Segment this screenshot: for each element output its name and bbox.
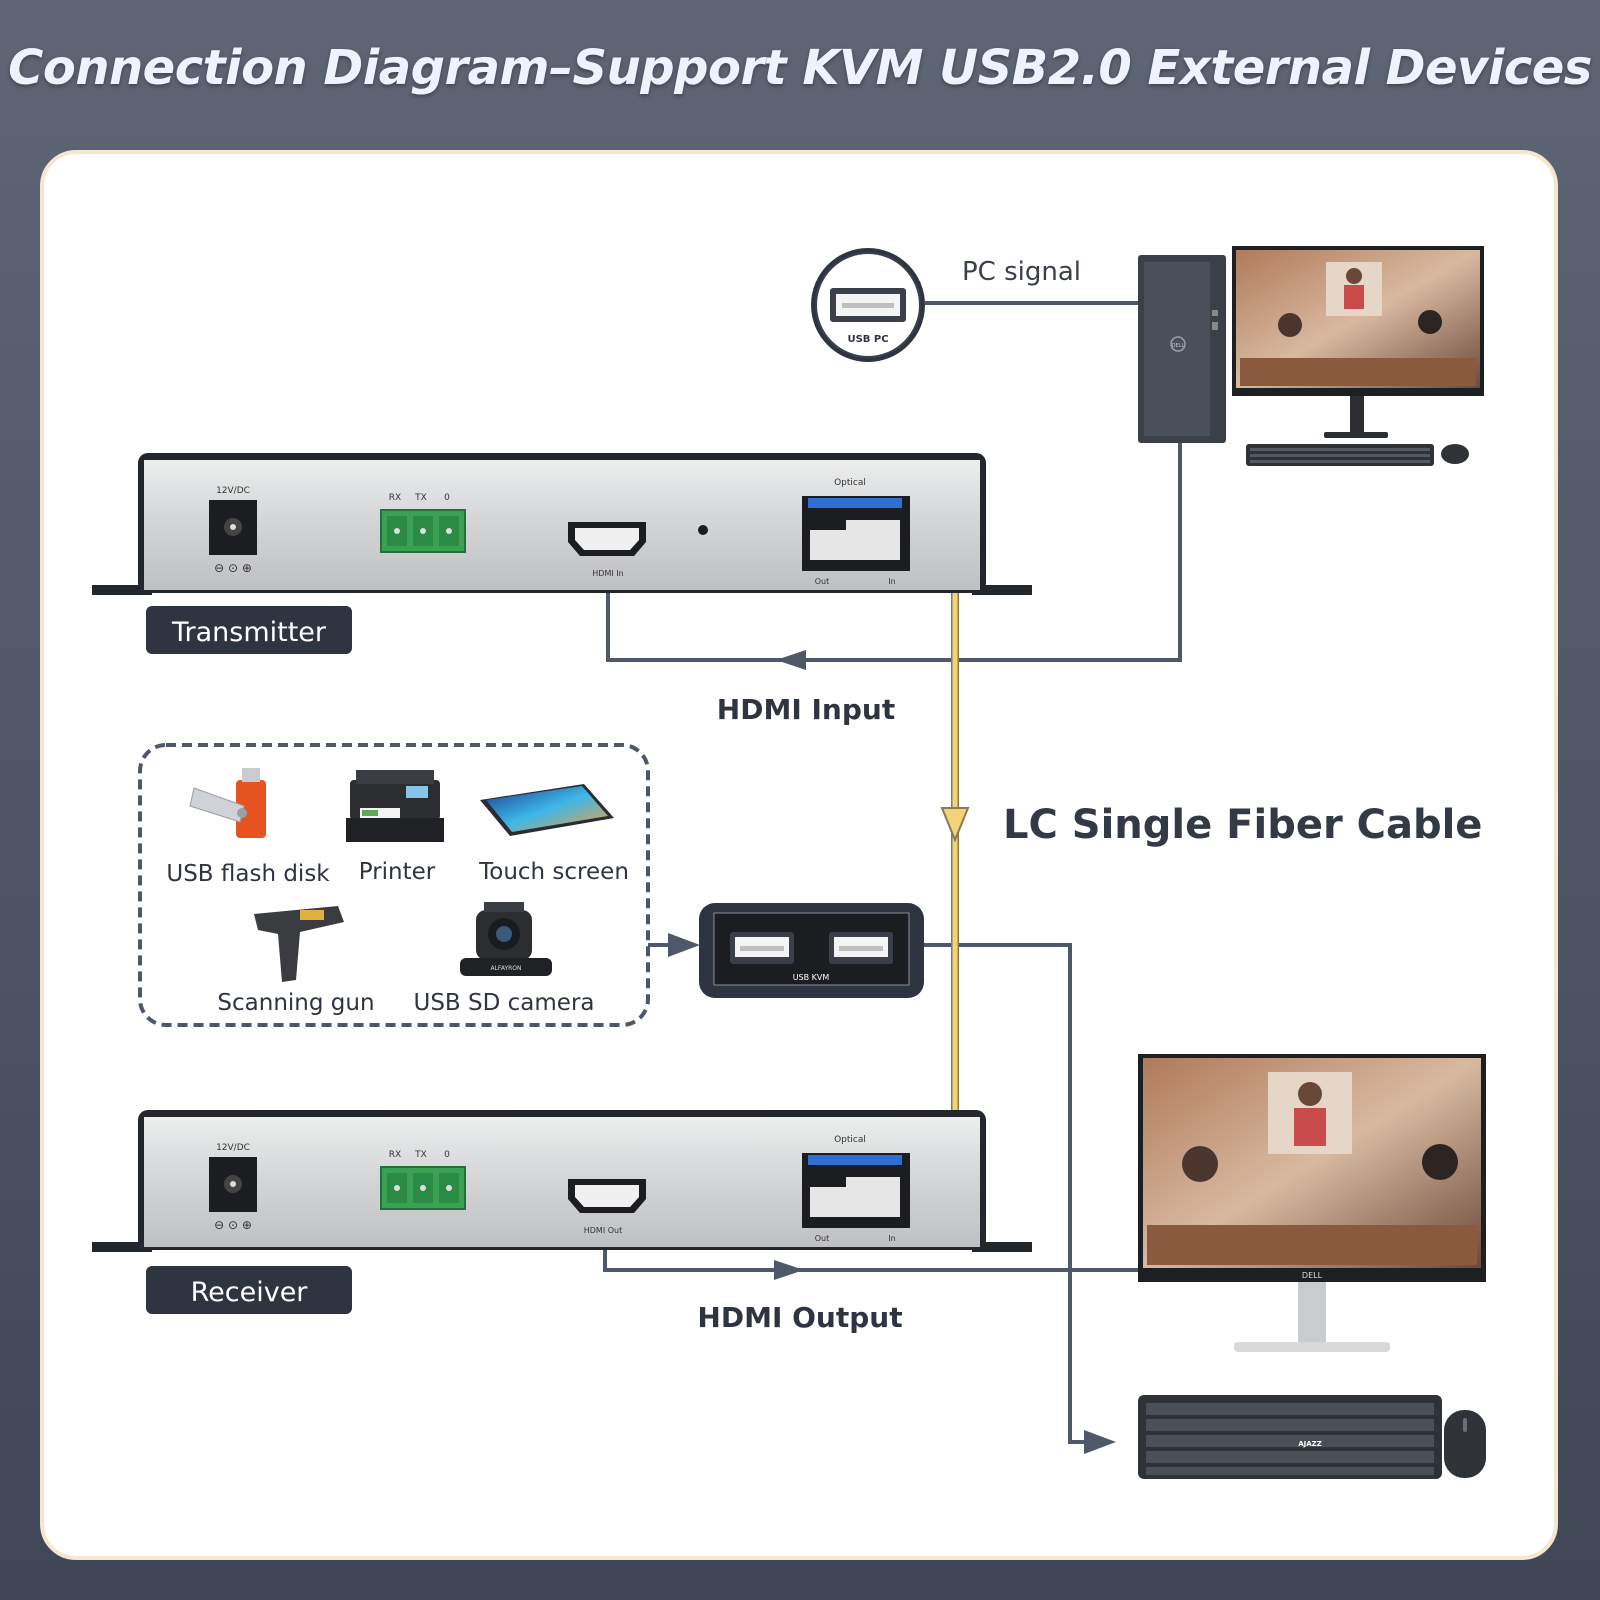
transmitter-badge: Transmitter [146, 606, 352, 654]
svg-text:TX: TX [414, 1150, 427, 1160]
scanning-gun-icon [254, 906, 344, 982]
svg-text:In: In [888, 1234, 895, 1243]
receiver-device: 12V/DC ⊖ ⊙ ⊕ RX TX 0 HDMI Out Optical Ou… [92, 1110, 1032, 1252]
receiver-power-label: 12V/DC [216, 1143, 250, 1153]
hdmi-output-label: HDMI Output [697, 1301, 902, 1334]
svg-text:RX: RX [389, 493, 401, 503]
pc-signal-label: PC signal [962, 257, 1081, 287]
keyboard-brand: AJAZZ [1298, 1440, 1322, 1448]
device-label-usb-sd-camera: USB SD camera [414, 990, 595, 1016]
bottom-monitor-icon: DELL [1138, 1054, 1486, 1352]
svg-text:0: 0 [444, 493, 450, 503]
touch-screen-icon [480, 784, 614, 836]
keyboard-icon: AJAZZ [1138, 1395, 1442, 1479]
device-label-printer: Printer [359, 859, 436, 885]
usb-sd-camera-icon: ALFAYRON [460, 902, 552, 976]
keyboard-arrow [1084, 1430, 1116, 1454]
fiber-cable [850, 508, 970, 1173]
printer-icon [346, 770, 444, 842]
hdmi-output-arrow [774, 1260, 804, 1280]
transmitter-power-label: 12V/DC [216, 486, 250, 496]
svg-text:RX: RX [389, 1150, 401, 1160]
fiber-label: LC Single Fiber Cable [1003, 802, 1482, 848]
device-label-usb-flash-disk: USB flash disk [166, 861, 330, 887]
usb-pc-port: USB PC [811, 248, 925, 362]
camera-brand: ALFAYRON [490, 965, 521, 972]
usb-kvm-label: USB KVM [793, 973, 830, 982]
kvm-arrow [668, 933, 700, 957]
hdmi-input-arrow [776, 650, 806, 670]
fiber-arrow [940, 807, 970, 843]
device-label-touch-screen: Touch screen [478, 859, 629, 885]
svg-text:Out: Out [815, 1234, 830, 1243]
receiver-hdmi-label: HDMI Out [584, 1226, 622, 1235]
transmitter-hdmi-label: HDMI In [592, 569, 623, 578]
receiver-label: Receiver [191, 1277, 309, 1308]
arrows [668, 650, 1116, 1454]
receiver-badge: Receiver [146, 1266, 352, 1314]
svg-text:Out: Out [815, 577, 830, 586]
usb-devices-box [138, 743, 650, 1027]
page-title: Connection Diagram–Support KVM USB2.0 Ex… [8, 40, 1592, 96]
receiver-optical-label: Optical [834, 1135, 866, 1145]
pc-tower-icon: DELL [1138, 255, 1226, 443]
top-monitor-icon [1232, 246, 1484, 466]
pc-brand: DELL [1172, 343, 1185, 349]
device-label-scanning-gun: Scanning gun [217, 990, 374, 1016]
usb-pc-port-label: USB PC [847, 334, 888, 345]
svg-text:TX: TX [414, 493, 427, 503]
transmitter-optical-label: Optical [834, 478, 866, 488]
svg-text:⊖ ⊙ ⊕: ⊖ ⊙ ⊕ [214, 1218, 252, 1232]
hdmi-input-label: HDMI Input [717, 693, 895, 726]
transmitter-label: Transmitter [171, 617, 327, 648]
monitor-brand: DELL [1302, 1271, 1323, 1280]
svg-text:0: 0 [444, 1150, 450, 1160]
svg-text:In: In [888, 577, 895, 586]
transmitter-device: 12V/DC ⊖ ⊙ ⊕ RX TX 0 HDMI In Optical Out… [92, 453, 1032, 595]
usb-kvm-port: USB KVM [699, 903, 924, 998]
hdmi-input-line [606, 437, 1182, 662]
svg-text:⊖ ⊙ ⊕: ⊖ ⊙ ⊕ [214, 561, 252, 575]
mouse-icon [1444, 1410, 1486, 1478]
usb-flash-disk-icon [189, 768, 266, 838]
